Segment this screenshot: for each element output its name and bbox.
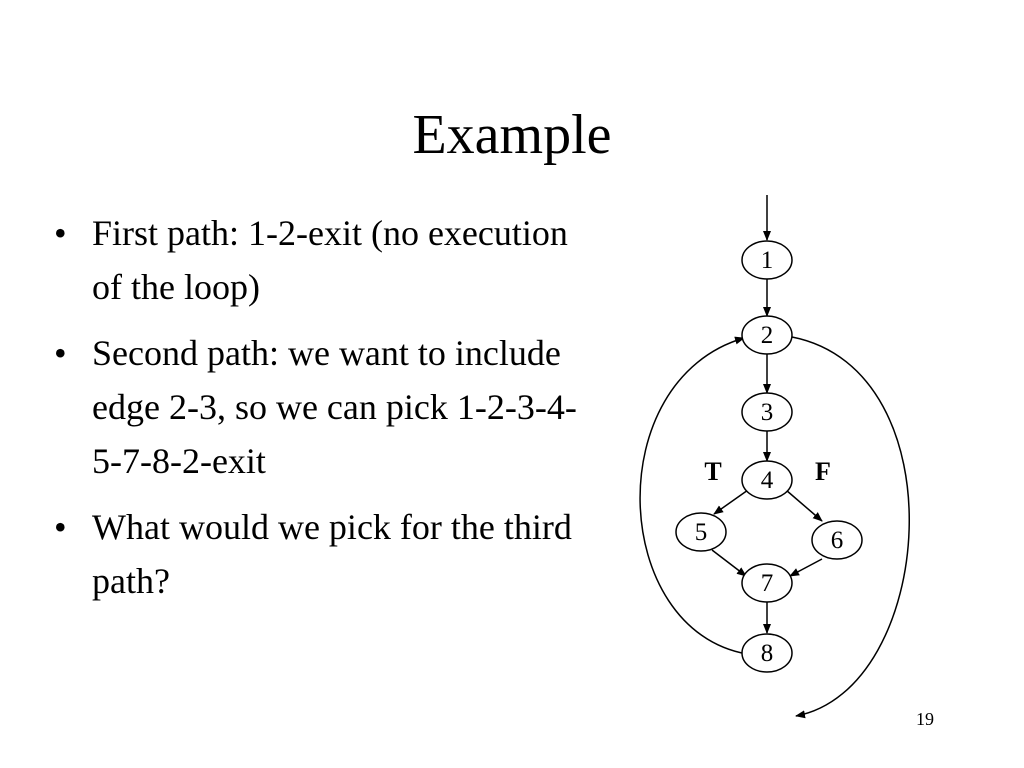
edge-2-exit [791,336,910,719]
bullet-text: First path: 1-2-exit (no execution of th… [92,213,568,307]
node-8-label: 8 [761,640,774,667]
bullet-text: Second path: we want to include edge 2-3… [92,333,577,481]
edge-8-2-back [639,336,748,655]
node-7: 7 [741,563,793,603]
bullet-text: What would we pick for the third path? [92,507,572,601]
bullet-item: • What would we pick for the third path? [48,500,588,608]
bullet-list: • First path: 1-2-exit (no execution of … [48,206,588,620]
slide-title: Example [412,104,612,166]
node-5-label: 5 [695,519,708,546]
node-5: 5 [675,512,727,552]
edge-6-7 [789,558,823,577]
bullet-item: • First path: 1-2-exit (no execution of … [48,206,588,314]
false-branch-label: F [815,457,831,486]
node-1: 1 [741,240,793,280]
edge-4-6 [785,489,823,522]
node-6-label: 6 [831,527,844,554]
node-3: 3 [741,392,793,432]
true-branch-label: T [704,457,721,486]
bullet-item: • Second path: we want to include edge 2… [48,326,588,488]
node-4-label: 4 [761,467,774,494]
node-3-label: 3 [761,399,774,426]
page-number: 19 [916,709,934,729]
node-2-label: 2 [761,322,774,349]
bullet-dot-icon: • [54,213,67,253]
node-6: 6 [811,520,863,560]
node-7-label: 7 [761,570,774,597]
bullet-dot-icon: • [54,333,67,373]
bullet-dot-icon: • [54,507,67,547]
node-2: 2 [741,315,793,355]
edge-4-5 [713,489,749,515]
node-4: 4 [741,460,793,500]
node-1-label: 1 [761,247,774,274]
edge-5-7 [711,549,747,577]
node-8: 8 [741,633,793,673]
